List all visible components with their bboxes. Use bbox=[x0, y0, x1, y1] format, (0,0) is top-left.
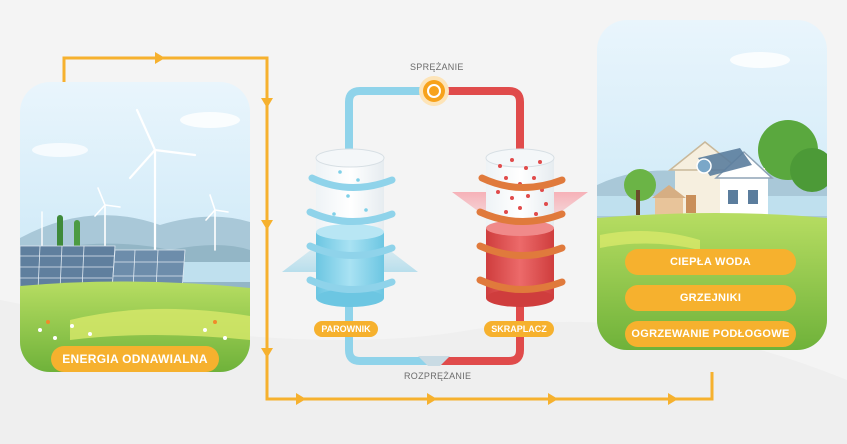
output-radiators: GRZEJNIKI bbox=[625, 285, 796, 311]
refrigerant-loop bbox=[345, 87, 524, 365]
output-hot-water: CIEPŁA WODA bbox=[625, 249, 796, 275]
compression-label: SPRĘŻANIE bbox=[410, 62, 464, 72]
output-floor-heating: OGRZEWANIE PODŁOGOWE bbox=[625, 321, 796, 347]
flow-arrowheads bbox=[155, 52, 678, 405]
renewable-energy-scene bbox=[20, 82, 250, 372]
condenser-tag: SKRAPLACZ bbox=[484, 321, 554, 337]
condenser-unit bbox=[452, 148, 588, 307]
evaporator-unit bbox=[282, 148, 418, 307]
expansion-label: ROZPRĘŻANIE bbox=[404, 371, 472, 381]
compressor-icon bbox=[419, 76, 449, 106]
expansion-valve bbox=[418, 356, 450, 366]
evaporator-tag: PAROWNIK bbox=[314, 321, 378, 337]
renewable-energy-badge: ENERGIA ODNAWIALNA bbox=[51, 346, 219, 372]
